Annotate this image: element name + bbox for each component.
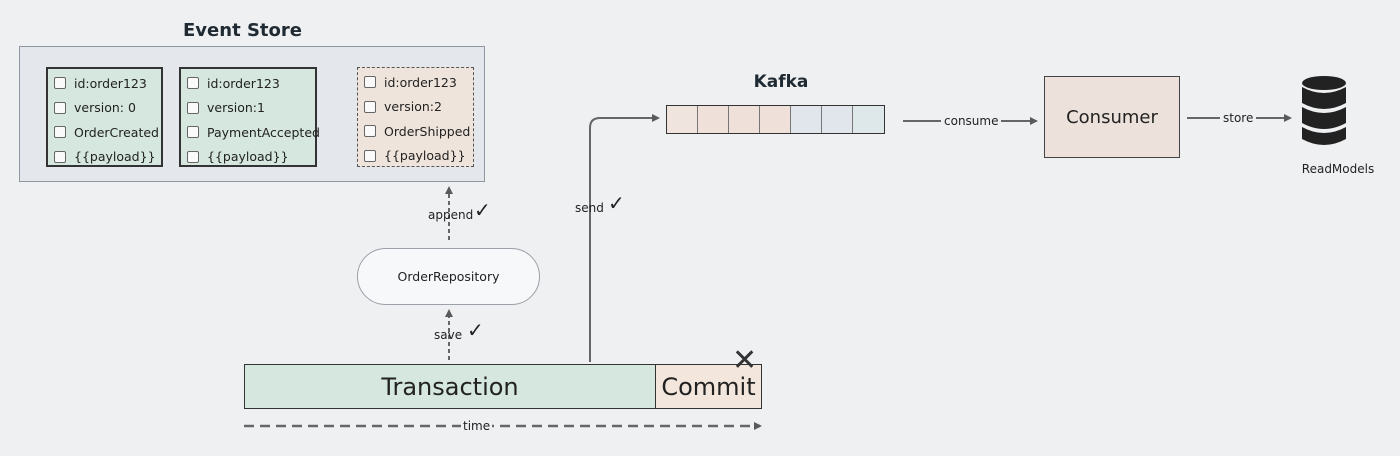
event-field: OrderCreated <box>48 120 161 145</box>
kafka-message-cell <box>822 106 853 133</box>
event-field: {{payload}} <box>358 144 473 169</box>
checkbox[interactable] <box>54 77 66 90</box>
checkbox[interactable] <box>187 77 199 90</box>
checkbox[interactable] <box>54 101 66 114</box>
transaction-block: Transaction <box>244 364 656 409</box>
database-icon <box>1302 76 1346 145</box>
store-label: store <box>1220 111 1257 125</box>
send-arrow <box>589 114 660 362</box>
kafka-title: Kafka <box>753 72 809 92</box>
checkbox[interactable] <box>54 126 66 139</box>
checkbox[interactable] <box>187 150 199 163</box>
event-field: id:order123 <box>181 71 315 96</box>
commit-block: Commit <box>656 364 762 409</box>
checkbox[interactable] <box>364 76 376 89</box>
order-repository: OrderRepository <box>357 248 540 305</box>
event-field: id:order123 <box>48 71 161 96</box>
save-check-icon: ✓ <box>467 318 484 342</box>
checkbox[interactable] <box>364 125 376 138</box>
consumer-box: Consumer <box>1044 76 1180 158</box>
event-field: version: 0 <box>48 96 161 121</box>
event-card-payment-accepted: id:order123 version:1 PaymentAccepted {{… <box>179 67 320 170</box>
read-models-label: ReadModels <box>1301 162 1375 176</box>
kafka-message-cell <box>667 106 698 133</box>
checkbox[interactable] <box>54 150 66 163</box>
event-card-order-created: id:order123 version: 0 OrderCreated {{pa… <box>46 67 163 167</box>
kafka-queue <box>666 105 885 134</box>
checkbox[interactable] <box>187 126 199 139</box>
event-field: version:1 <box>181 96 315 121</box>
kafka-message-cell <box>791 106 822 133</box>
checkbox[interactable] <box>364 100 376 113</box>
checkbox[interactable] <box>364 149 376 162</box>
kafka-message-cell <box>853 106 884 133</box>
event-field: {{payload}} <box>48 145 161 170</box>
event-field: PaymentAccepted <box>181 120 320 145</box>
kafka-message-cell <box>698 106 729 133</box>
event-store: id:order123 version: 0 OrderCreated {{pa… <box>19 46 485 182</box>
append-label: append <box>428 208 474 222</box>
checkbox[interactable] <box>187 101 199 114</box>
event-field: version:2 <box>358 95 473 120</box>
send-check-icon: ✓ <box>608 191 625 215</box>
append-check-icon: ✓ <box>474 198 491 222</box>
send-label: send <box>575 201 604 215</box>
consume-label: consume <box>941 114 1002 128</box>
event-field: OrderShipped <box>358 119 473 144</box>
kafka-message-cell <box>729 106 760 133</box>
kafka-message-cell <box>760 106 791 133</box>
event-field: id:order123 <box>358 70 473 95</box>
commit-failed-icon: ✕ <box>732 343 758 378</box>
time-label: time <box>461 419 493 433</box>
save-label: save <box>434 328 463 342</box>
event-field: {{payload}} <box>181 145 315 170</box>
event-store-title: Event Store <box>183 20 302 41</box>
event-card-order-shipped: id:order123 version:2 OrderShipped {{pay… <box>357 67 474 167</box>
